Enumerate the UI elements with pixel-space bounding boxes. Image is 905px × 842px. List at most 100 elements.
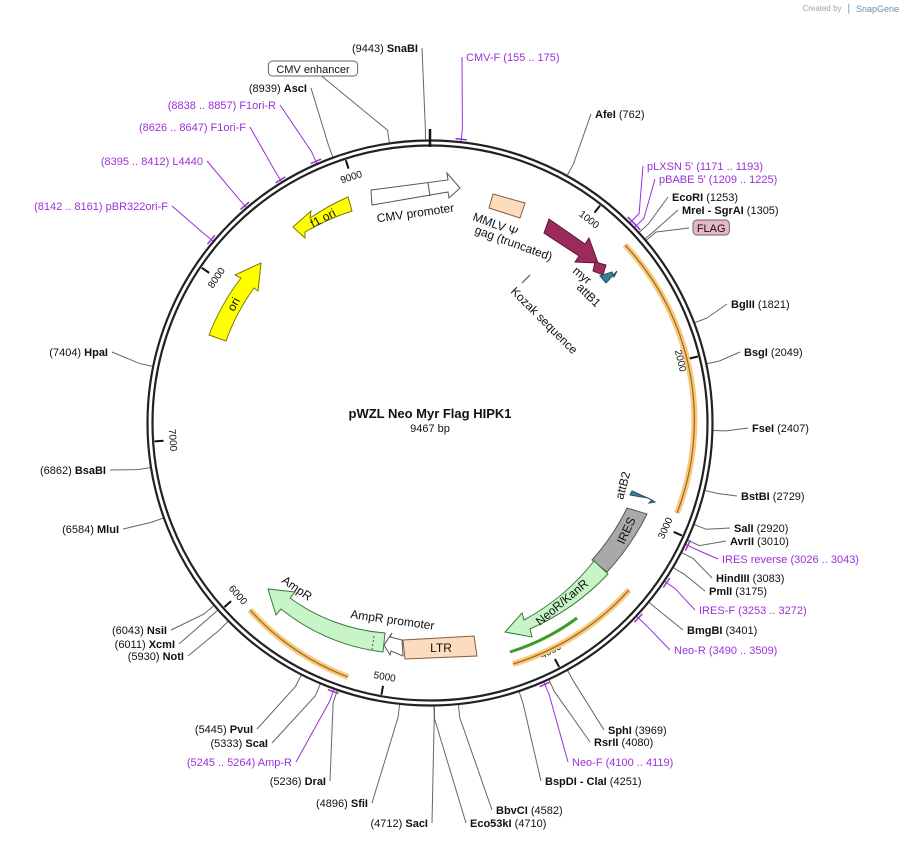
- ampr-arrow: [267, 588, 386, 653]
- site-plxsn5: [627, 165, 644, 226]
- site-avrii: [686, 539, 727, 547]
- site-label-neo-f: Neo-F (4100 .. 4119): [572, 757, 673, 769]
- snapgene-logo-icon: ❘: [844, 3, 853, 14]
- site-rsrii: [548, 679, 591, 743]
- site-line: [460, 56, 463, 143]
- site-text: (4712) SacI: [371, 818, 429, 830]
- site-label-noti: (5930) NotI: [128, 651, 184, 663]
- scale-tick-label: 9000: [339, 169, 364, 186]
- mmlv-gag-box: [488, 193, 526, 219]
- orf-arc-upper: [622, 242, 698, 515]
- site-label-bbvci: BbvCI (4582): [496, 805, 563, 817]
- site-l4440: [206, 160, 250, 211]
- myr-small-box: [592, 261, 607, 276]
- site-pbr322ori-f: [171, 205, 216, 245]
- orf-arc-left-line: [249, 609, 349, 678]
- snapgene-branding: Created by ❘ SnapGene: [802, 3, 899, 14]
- site-label-afei: AfeI (762): [595, 109, 645, 121]
- site-name: FLAG: [697, 223, 726, 235]
- site-line: [633, 178, 656, 229]
- site-line: [178, 609, 219, 645]
- site-hindiii: [680, 551, 713, 579]
- site-coords: (5445): [195, 724, 230, 736]
- site-label-neo-r: Neo-R (3490 .. 3509): [674, 645, 777, 657]
- site-line: [648, 601, 684, 631]
- site-connector-lines: [109, 47, 749, 824]
- site-label-asci: (8939) AscI: [249, 83, 307, 95]
- site-line: [312, 68, 390, 144]
- site-box: [692, 219, 730, 236]
- site-coords: (2729): [770, 491, 805, 503]
- scale-tick: [380, 685, 385, 695]
- site-coords: (3026 .. 3043): [787, 554, 859, 566]
- site-line: [644, 209, 679, 240]
- site-name: SalI: [734, 523, 754, 535]
- site-coords: (1253): [703, 192, 738, 204]
- site-coords: (5930): [128, 651, 163, 663]
- site-label-bsabi: (6862) BsaBI: [40, 465, 106, 477]
- ltr-box: [402, 635, 478, 660]
- site-line: [663, 580, 696, 611]
- site-coords: (9443): [352, 43, 387, 55]
- site-text: SphI (3969): [608, 725, 667, 737]
- site-bmgbi: [648, 601, 684, 631]
- site-coords: (4080): [618, 737, 653, 749]
- site-name: Amp-R: [258, 757, 292, 769]
- site-label-pbr322ori-f: (8142 .. 8161) pBR322ori-F: [34, 201, 168, 213]
- site-text: Neo-F (4100 .. 4119): [572, 757, 673, 769]
- site-text: (6043) NsiI: [112, 625, 167, 637]
- site-text: IRES-F (3253 .. 3272): [699, 605, 807, 617]
- site-name: HindIII: [716, 573, 750, 585]
- scale-tick-label: 8000: [206, 266, 228, 291]
- site-name: Eco53kI: [470, 818, 512, 830]
- myr-arrow: [543, 218, 599, 264]
- orf-arc-lower-line: [512, 589, 630, 665]
- site-line: [187, 620, 229, 657]
- site-line: [645, 227, 690, 242]
- site-asci: [310, 87, 334, 158]
- site-name: L4440: [172, 156, 203, 168]
- site-label-xcmi: (6011) XcmI: [115, 639, 175, 651]
- site-snabi: [421, 47, 426, 141]
- site-text: MreI - SgrAI (1305): [682, 205, 779, 217]
- attb1-label: attB1: [574, 280, 604, 310]
- site-text: AfeI (762): [595, 109, 645, 121]
- site-line: [249, 126, 283, 183]
- site-line: [635, 615, 671, 651]
- site-ires-f: [662, 577, 696, 611]
- site-label-nsii: (6043) NsiI: [112, 625, 167, 637]
- site-label-sfii: (4896) SfiI: [316, 798, 368, 810]
- site-text: BglII (1821): [731, 299, 790, 311]
- site-line: [566, 113, 592, 177]
- cmv-promoter-label: CMV promoter: [376, 201, 455, 226]
- site-line: [686, 539, 727, 547]
- neor-inner-arc: [509, 616, 578, 654]
- site-line: [457, 704, 493, 811]
- site-fsei: [712, 427, 749, 432]
- site-xcmi: [178, 609, 219, 645]
- site-line: [421, 47, 426, 141]
- site-coords: (1209 .. 1225): [706, 174, 778, 186]
- attb2-arrow: [629, 490, 657, 504]
- site-line: [433, 705, 467, 824]
- site-text: FseI (2407): [752, 423, 809, 435]
- site-text: (5236) DraI: [270, 776, 326, 788]
- branding-name: SnapGene: [855, 3, 899, 14]
- site-text: (8142 .. 8161) pBR322ori-F: [34, 201, 168, 213]
- site-ires-reverse: [684, 540, 719, 560]
- site-name: Neo-F: [572, 757, 603, 769]
- site-label-cmv-f: CMV-F (155 .. 175): [466, 52, 560, 64]
- site-pmli: [672, 566, 706, 592]
- site-name: SphI: [608, 725, 632, 737]
- site-coords: (3253 .. 3272): [735, 605, 807, 617]
- site-line: [518, 690, 542, 782]
- site-text: (6011) XcmI: [115, 639, 175, 651]
- site-nsii: [170, 605, 215, 631]
- site-text: Neo-R (3490 .. 3509): [674, 645, 777, 657]
- site-bglii: [694, 303, 728, 324]
- site-label-avrii: AvrII (3010): [730, 536, 789, 548]
- ires-box: [591, 507, 648, 573]
- site-text: BstBI (2729): [741, 491, 805, 503]
- site-text: RsrII (4080): [594, 737, 653, 749]
- scale-tick-label: 1000: [576, 209, 601, 232]
